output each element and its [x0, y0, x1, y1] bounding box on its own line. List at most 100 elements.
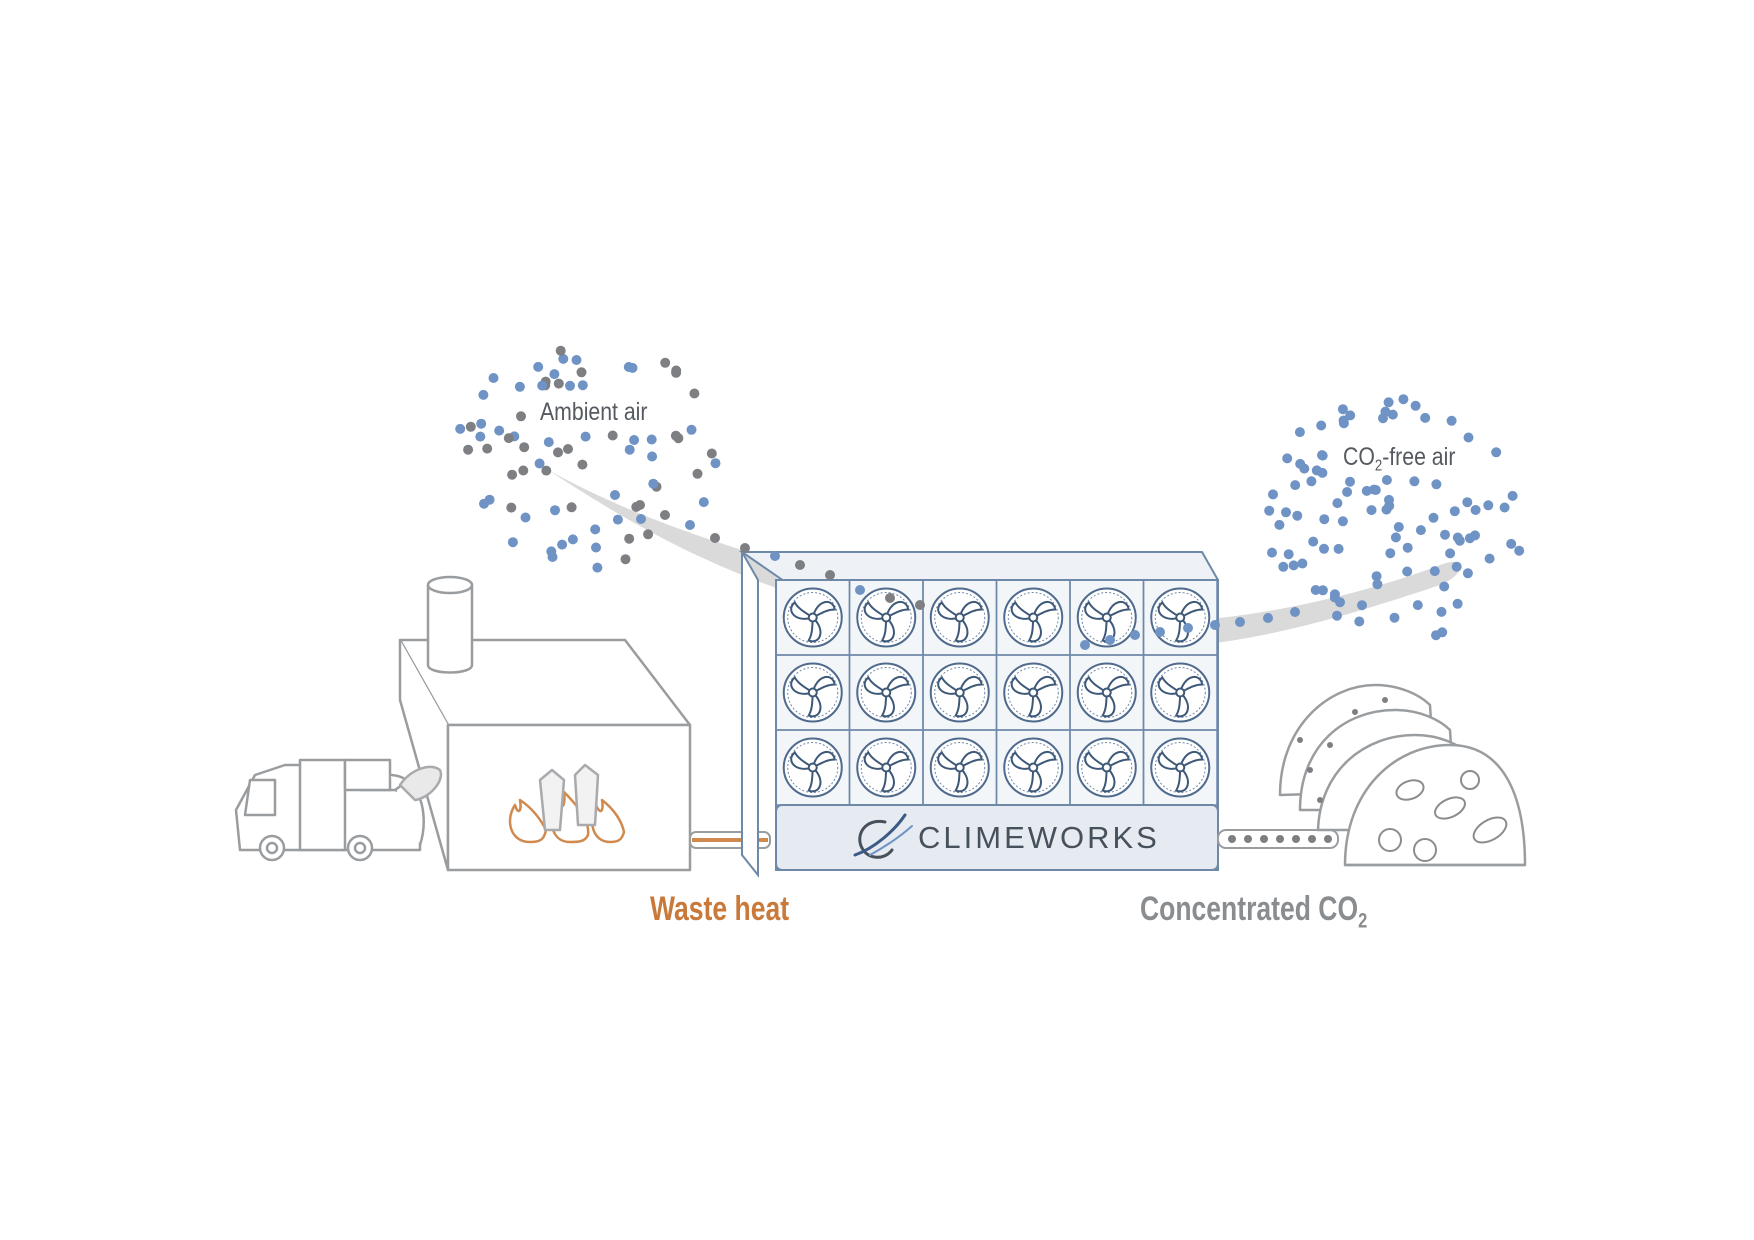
air-molecule-dot — [710, 533, 720, 543]
air-molecule-dot — [1268, 489, 1278, 500]
air-molecule-dot — [1470, 530, 1480, 541]
air-molecule-dot — [571, 355, 582, 365]
fan-grid — [775, 579, 1218, 806]
air-molecule-dot — [624, 444, 635, 455]
air-molecule-dot — [1288, 560, 1299, 571]
air-molecule-dot — [620, 554, 631, 565]
air-molecule-dot — [507, 537, 518, 548]
air-molecule-dot — [546, 546, 557, 557]
air-molecule-dot — [1393, 522, 1404, 532]
air-molecule-dot — [1338, 415, 1349, 426]
air-molecule-dot — [1436, 606, 1447, 617]
air-molecule-dot — [1183, 623, 1193, 633]
air-molecule-dot — [516, 411, 526, 422]
air-molecule-dots — [455, 345, 1525, 650]
air-molecule-dot — [1402, 542, 1413, 553]
air-molecule-dot — [825, 570, 835, 580]
air-molecule-dot — [855, 585, 865, 595]
flame-icon — [508, 763, 626, 844]
air-molecule-dot — [610, 490, 620, 500]
air-molecule-dot — [1491, 447, 1502, 458]
air-molecule-dot — [1380, 406, 1391, 417]
climeworks-brand-text: CLIMEWORKS — [918, 820, 1160, 855]
air-molecule-dot — [1454, 535, 1465, 546]
air-molecule-dot — [1278, 561, 1289, 572]
air-molecule-dot — [557, 539, 568, 550]
air-molecule-dot — [1155, 627, 1165, 637]
air-molecule-dot — [1332, 498, 1343, 509]
air-molecule-dot — [740, 543, 750, 553]
air-molecule-dot — [541, 465, 552, 476]
air-molecule-dot — [629, 435, 640, 445]
fan-icon — [1003, 587, 1064, 648]
air-molecule-dot — [635, 500, 645, 510]
fan-icon — [1003, 737, 1064, 798]
air-molecule-dot — [455, 423, 466, 434]
air-molecule-dot — [1235, 617, 1245, 627]
air-molecule-dot — [1514, 545, 1525, 556]
air-molecule-dot — [660, 510, 670, 520]
air-molecule-dot — [660, 357, 671, 368]
air-molecule-dot — [648, 478, 659, 489]
air-molecule-dot — [1319, 543, 1329, 554]
direct-air-capture-collector — [738, 548, 1219, 878]
air-molecule-dot — [1342, 487, 1353, 497]
air-molecule-dot — [1445, 548, 1456, 559]
air-molecule-dot — [770, 551, 780, 561]
air-molecule-dot — [624, 533, 635, 544]
air-molecule-dot — [1297, 558, 1308, 569]
air-molecule-dot — [1283, 549, 1294, 560]
air-molecule-dot — [670, 430, 681, 441]
air-molecule-dot — [534, 458, 545, 469]
air-molecule-dot — [558, 353, 569, 364]
air-molecule-dot — [1317, 585, 1328, 596]
air-molecule-dot — [1290, 607, 1300, 617]
air-molecule-dot — [591, 542, 601, 553]
air-molecule-dot — [475, 431, 486, 442]
air-molecule-dot — [463, 444, 474, 455]
air-molecule-dot — [636, 514, 646, 524]
air-molecule-dot — [692, 468, 703, 479]
air-molecule-dot — [476, 418, 487, 429]
co2-free-prefix: CO — [1343, 443, 1375, 471]
air-molecule-dot — [1389, 612, 1400, 623]
air-molecule-dot — [1383, 397, 1394, 408]
climeworks-logo-icon — [853, 813, 913, 859]
air-molecule-dot — [478, 389, 489, 400]
air-molecule-dot — [1310, 585, 1321, 595]
air-molecule-dot — [795, 560, 805, 570]
garbage-truck-icon — [234, 758, 439, 862]
air-molecule-dot — [1281, 507, 1291, 518]
air-molecule-dot — [1484, 553, 1495, 564]
air-molecule-dot — [1372, 579, 1383, 590]
air-flow-band — [548, 470, 1461, 648]
fan-icon — [782, 737, 843, 798]
air-molecule-dot — [1337, 516, 1348, 527]
air-molecule-dot — [646, 434, 657, 445]
air-molecule-dot — [1449, 506, 1460, 517]
air-molecule-dot — [563, 444, 573, 454]
air-molecule-dot — [537, 380, 548, 391]
air-molecule-dot — [1452, 598, 1463, 609]
air-molecule-dot — [1292, 510, 1303, 521]
air-molecule-dot — [549, 369, 560, 380]
air-molecule-dot — [1308, 536, 1319, 547]
air-molecule-dot — [1369, 484, 1379, 495]
air-molecule-dot — [643, 529, 654, 540]
air-molecule-dot — [566, 502, 577, 513]
air-molecule-dot — [1306, 476, 1317, 487]
fan-icon — [929, 662, 990, 723]
air-molecule-dot — [1398, 394, 1409, 405]
air-molecule-dot — [543, 437, 554, 448]
air-molecule-dot — [647, 451, 658, 462]
air-molecule-dot — [1263, 613, 1273, 623]
air-molecule-dot — [1412, 600, 1423, 611]
air-molecule-dot — [1282, 453, 1293, 464]
air-molecule-dot — [698, 497, 709, 508]
concentrated-subscript: 2 — [1358, 909, 1368, 933]
air-molecule-dot — [577, 459, 588, 470]
air-molecule-dot — [514, 381, 525, 392]
air-molecule-dot — [1390, 532, 1401, 543]
fan-icon — [856, 662, 917, 723]
air-molecule-dot — [580, 431, 591, 442]
